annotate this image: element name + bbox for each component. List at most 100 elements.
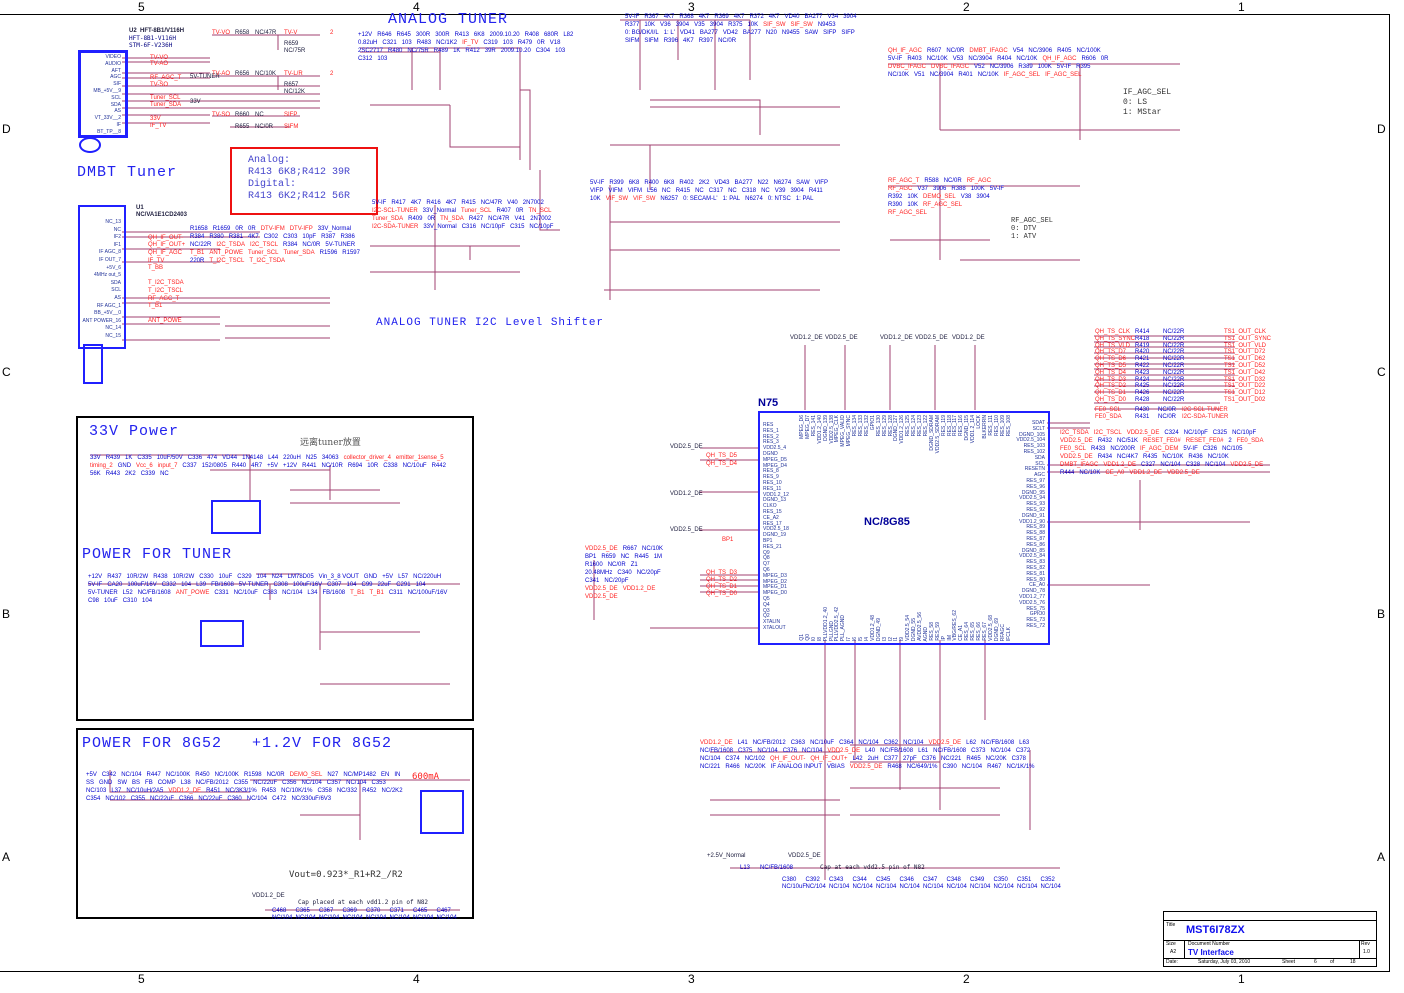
supply-label: VDD2.5_DE: [915, 335, 948, 341]
component-label: R465: [966, 756, 981, 762]
component-label: R372: [749, 14, 764, 20]
component-label: NC/75R: [407, 48, 429, 54]
n75-right-pin: VDD2.5_104: [1016, 437, 1045, 444]
component-label: N25: [305, 455, 317, 461]
sheet-label: Sheet: [1282, 959, 1296, 965]
u1-pin-label: NC_14: [105, 325, 121, 332]
u1-pin-label: IF2: [113, 234, 121, 241]
n75-left-pin: RES_8: [763, 468, 779, 475]
sheet-total: 18: [1350, 959, 1356, 965]
u2-net-label: TV-VO: [150, 54, 169, 61]
zone-column-label: 4: [413, 972, 420, 986]
component-label: V34: [827, 14, 839, 20]
supply-label: VDD2.5_DE: [788, 853, 821, 859]
component-label: NC/102: [105, 796, 126, 802]
tv-net-in: TV-AO: [212, 71, 231, 77]
cap-ref: C392: [805, 877, 820, 883]
n75-right-pin: VDD1.2_90: [1019, 518, 1045, 525]
component-label: NC/104: [700, 756, 721, 762]
component-label: 1: PAL: [795, 196, 814, 202]
ts-net-in: QH_TS_D4: [1095, 369, 1127, 376]
net-label: IF_AGC_SEL: [1003, 72, 1041, 78]
net-label: T_I2C_TSDA: [249, 258, 286, 264]
resistor-ref: R414: [1135, 329, 1150, 335]
component-label: L41: [737, 740, 748, 746]
net-label: emitter_1sense_5: [395, 455, 444, 461]
n75-right-pin: RES_88: [1026, 530, 1045, 537]
component-label: NC/20pF: [604, 578, 629, 584]
component-label: 103: [401, 40, 412, 46]
component-label: R367: [644, 14, 659, 20]
component-label: NC/FB/1608: [981, 740, 1015, 746]
component-label: +5V: [382, 574, 394, 580]
component-label: GND: [117, 463, 132, 469]
component-label: C358: [317, 788, 332, 794]
component-label: C330: [199, 574, 214, 580]
net-label: VDD2.5_DE: [827, 748, 861, 754]
tv-net-out: SIFP: [284, 112, 298, 118]
resistor-value: NC: [255, 112, 264, 118]
component-label: NC/0R: [302, 242, 321, 248]
section-title-i2c-level-shifter: ANALOG TUNER I2C Level Shifter: [376, 317, 605, 329]
u2-alt1: HFT-8B1-V116H: [129, 35, 176, 42]
component-label: C390: [942, 764, 957, 770]
n75-right-pin: AGC: [1034, 472, 1045, 479]
component-label: C304: [535, 48, 551, 54]
n75-right-pin: VDD2.5_84: [1019, 553, 1045, 560]
net-label: VDD2.5_DE: [849, 764, 883, 770]
component-label: C308: [273, 582, 288, 588]
component-label: NC/10pF: [529, 224, 554, 230]
resistor-value: NC/22R: [1163, 335, 1185, 342]
component-label: C315: [510, 224, 525, 230]
component-label: 100K: [1037, 64, 1052, 70]
component-label: NC/10uF: [402, 463, 427, 469]
component-label: BA277: [734, 180, 753, 186]
component-label: SAW: [796, 180, 810, 186]
component-label: R434: [1097, 454, 1113, 460]
component-label: NC/104: [903, 740, 924, 746]
section-title-dmbt-tuner: DMBT Tuner: [77, 164, 178, 181]
component-label: C321: [382, 40, 397, 46]
resistor-ref: R423: [1135, 369, 1150, 376]
doc-number-label: Document Number: [1188, 941, 1230, 947]
cap-ref: C349: [970, 877, 985, 883]
i2c-net-out: I2C-SCL-TUNER: [1182, 407, 1228, 413]
component-label: 2N7002: [530, 216, 552, 222]
n75-top-pin: RES_130: [875, 415, 882, 437]
component-label: V52: [974, 64, 985, 70]
i2c-net-out: I2C-SDA-TUNER: [1182, 414, 1229, 420]
component-label: R405: [1057, 48, 1072, 54]
n75-left-net: QH_TS_D2: [706, 577, 738, 583]
component-label: R408: [524, 32, 539, 38]
zone-column-label: 5: [138, 972, 145, 986]
component-label: 0: NTSC: [767, 196, 791, 202]
cap-value: NC/104: [993, 884, 1014, 890]
component-label: 2uH: [867, 756, 879, 762]
ts-net-in: QH_TS_CLK: [1095, 329, 1131, 335]
n75-right-pin: DGND_78: [1021, 588, 1045, 595]
component-label: R451: [206, 788, 221, 794]
n75-top-pin: RES_119: [940, 415, 947, 437]
net-label: timing_2: [90, 463, 113, 469]
current-rating: 600mA: [412, 772, 440, 782]
component-label: R435: [1143, 454, 1158, 460]
component-label: R384: [283, 242, 298, 248]
net-label: I2C-SCL-TUNER: [372, 208, 418, 214]
component-label: N9453: [817, 22, 836, 28]
zone-column-label: 4: [413, 0, 420, 14]
component-label: R489: [433, 48, 449, 54]
rev-label: Rev: [1361, 941, 1370, 947]
component-label: R380: [209, 234, 224, 240]
component-label: 0.82uH: [358, 40, 378, 46]
n75-bottom-pin: IP: [940, 636, 947, 641]
component-label: R1600: [585, 562, 603, 568]
component-label: NC/104: [282, 590, 303, 596]
net-label: VDD1.2_DE: [1129, 470, 1163, 476]
component-label: L63: [1019, 740, 1030, 746]
tv-net-out: TV-V: [284, 30, 298, 36]
n75-bottom-pin: PLLVDD1.2_40: [822, 606, 829, 641]
net-label: DTV-IFP: [289, 226, 313, 232]
component-label: 100uF/16V: [127, 582, 157, 588]
component-label: NC: [662, 188, 671, 194]
